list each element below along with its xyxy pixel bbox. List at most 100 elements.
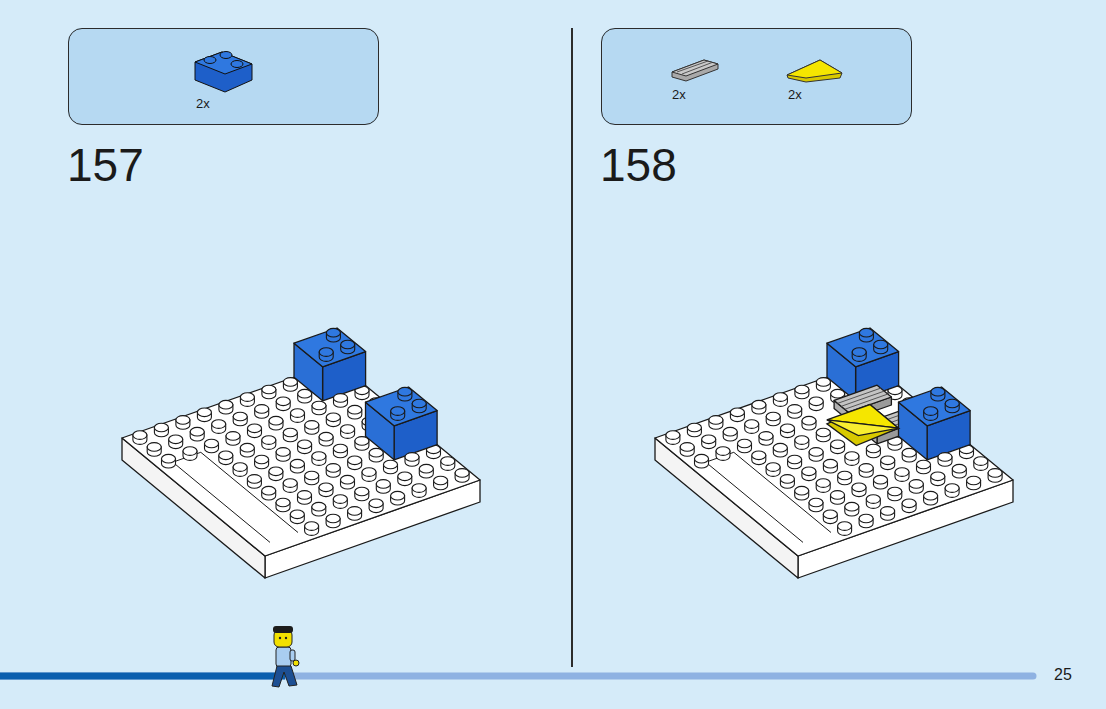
model-part — [405, 453, 419, 462]
parts-panel-fill — [68, 28, 379, 125]
model-part — [276, 498, 290, 507]
model-part — [838, 471, 852, 480]
model-part — [874, 475, 888, 484]
model-part — [419, 464, 433, 473]
model-part — [702, 435, 716, 444]
model-part — [802, 467, 816, 476]
minifig — [272, 626, 299, 687]
model-part — [859, 328, 873, 337]
model-part — [852, 483, 866, 492]
model-part — [924, 407, 938, 416]
model-part — [326, 464, 340, 473]
model-part — [780, 475, 794, 484]
model-part — [333, 495, 347, 504]
model-part — [391, 491, 405, 500]
model-part — [212, 420, 226, 429]
model-part — [262, 436, 276, 445]
model-part — [319, 348, 333, 357]
model-part — [133, 431, 147, 440]
yellow-tile — [827, 420, 899, 436]
model-part — [709, 416, 723, 425]
model-part — [931, 387, 945, 396]
model-part — [974, 457, 988, 466]
model-part — [348, 405, 362, 414]
model-part — [326, 328, 340, 337]
model-part — [716, 447, 730, 456]
model-part — [730, 408, 744, 417]
model-part — [816, 428, 830, 437]
step-number: 158 — [600, 140, 677, 191]
model-part — [290, 459, 304, 468]
model-part — [376, 480, 390, 489]
model-part — [269, 416, 283, 425]
model-part — [655, 362, 1013, 556]
model-part — [341, 425, 355, 434]
yellow-tile — [827, 405, 899, 446]
model-part — [931, 472, 945, 481]
model-part — [312, 401, 326, 410]
model-part — [723, 427, 737, 436]
model-part — [827, 328, 899, 367]
model-part — [816, 479, 830, 488]
model-part — [924, 491, 938, 500]
model-part — [183, 447, 197, 456]
model-part — [881, 507, 895, 516]
model-part — [859, 464, 873, 473]
part-icon-grille — [672, 60, 718, 81]
model-part — [369, 448, 383, 457]
grille-ridge — [838, 388, 881, 403]
model-part — [398, 387, 412, 396]
model-part — [687, 423, 701, 432]
model-part — [434, 476, 448, 485]
model-part — [938, 453, 952, 462]
model-part — [169, 435, 183, 444]
progress-track — [0, 673, 1033, 680]
model-part — [795, 486, 809, 495]
part-count: 2x — [788, 87, 802, 102]
model-part — [838, 522, 852, 531]
step-158-model — [655, 328, 1013, 578]
model-part — [917, 460, 931, 469]
model-part — [219, 400, 233, 409]
model-part — [866, 444, 880, 453]
model-part — [866, 495, 880, 504]
model-part — [967, 476, 981, 485]
model-part — [823, 510, 837, 519]
model-part — [219, 451, 233, 460]
model-part — [773, 393, 787, 402]
model-part — [752, 451, 766, 460]
model-part — [945, 484, 959, 493]
model-part — [888, 487, 902, 496]
model-part — [945, 399, 959, 408]
model-part — [319, 483, 333, 492]
model-part — [412, 399, 426, 408]
model-part — [355, 487, 369, 496]
model-part — [319, 432, 333, 441]
progress-bar — [0, 673, 285, 680]
model-part — [326, 514, 340, 523]
model-part — [240, 393, 254, 402]
model-part — [895, 468, 909, 477]
model-part — [298, 389, 312, 398]
model-part — [334, 394, 348, 403]
part-icon-blue-brick — [195, 52, 252, 93]
page-number: 25 — [1054, 666, 1072, 684]
model-part — [262, 385, 276, 394]
model-part — [809, 397, 823, 406]
model-part — [773, 443, 787, 452]
model-part — [333, 444, 347, 453]
model-part — [398, 472, 412, 481]
model-part — [412, 484, 426, 493]
model-part — [852, 348, 866, 357]
model-part — [441, 457, 455, 466]
model-part — [766, 463, 780, 472]
model-part — [952, 464, 966, 473]
model-part — [247, 475, 261, 484]
model-part — [369, 499, 383, 508]
model-part — [255, 405, 269, 414]
model-part — [859, 514, 873, 523]
model-part — [795, 385, 809, 394]
model-part — [902, 499, 916, 508]
model-part — [831, 440, 845, 449]
